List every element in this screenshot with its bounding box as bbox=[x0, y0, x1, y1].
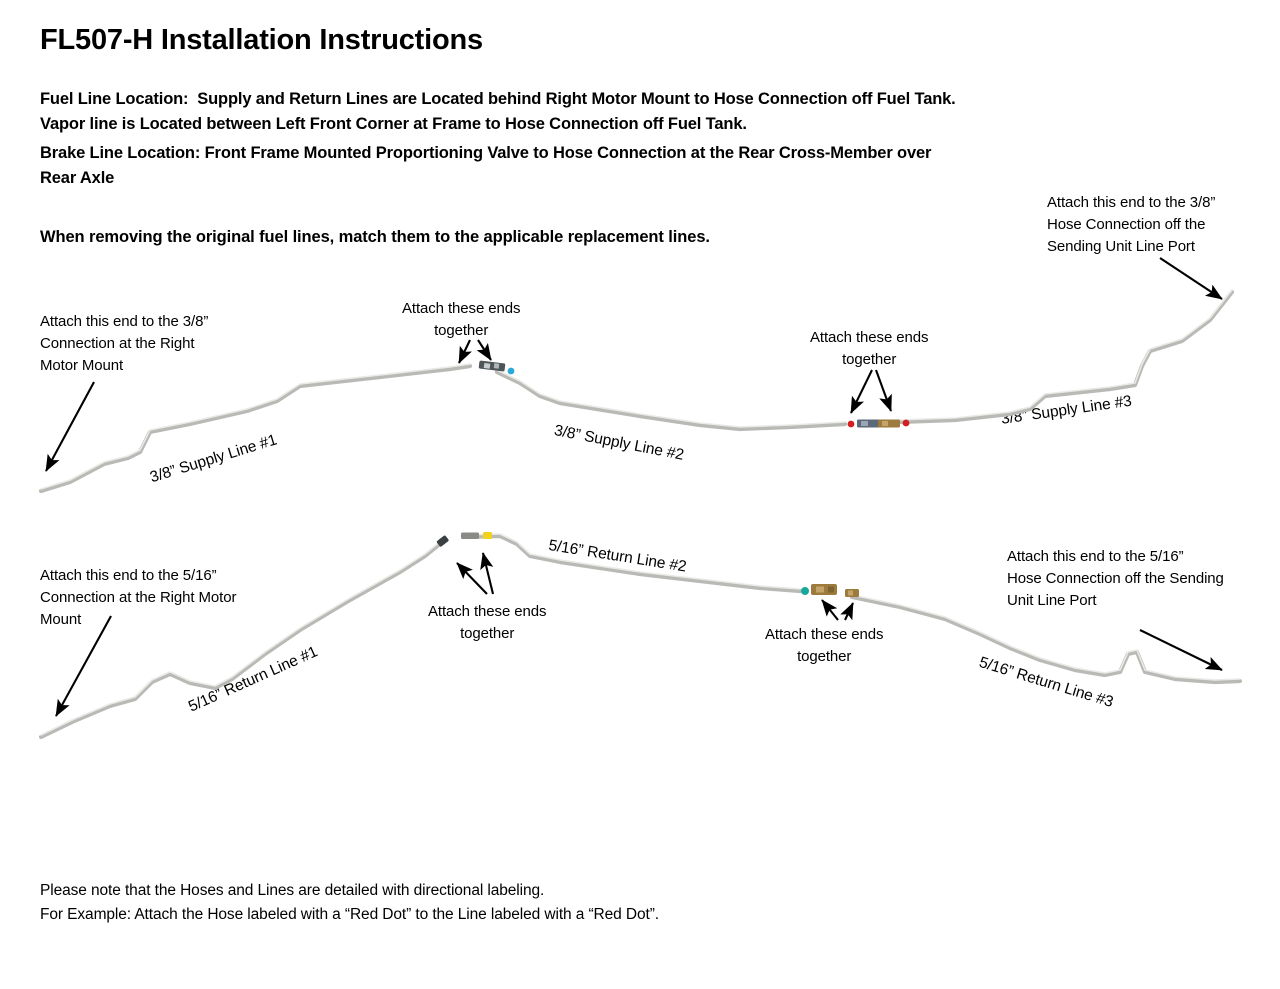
arrow-supply-left bbox=[45, 381, 95, 472]
callout-return-left-motor-mount: Attach this end to the 5/16”Connection a… bbox=[40, 567, 237, 628]
label-supply-line-3: 3/8” Supply Line #3 bbox=[1000, 392, 1133, 428]
supply-fitting-blue-dot bbox=[478, 360, 515, 375]
red-dot-marker-left bbox=[847, 420, 855, 428]
arrow-return-joint2-a bbox=[821, 599, 839, 621]
arrow-return-right bbox=[1139, 629, 1223, 671]
return-fitting-brass-plain bbox=[845, 589, 859, 597]
arrow-supply-joint2-b bbox=[875, 369, 892, 412]
intro-line-fuel-location: Fuel Line Location: Supply and Return Li… bbox=[40, 90, 956, 108]
return-fitting-yellow-dot bbox=[461, 532, 492, 539]
match-lines-note: When removing the original fuel lines, m… bbox=[40, 228, 710, 246]
arrow-supply-joint1-a bbox=[458, 339, 472, 364]
page-title: FL507-H Installation Instructions bbox=[40, 24, 483, 56]
label-return-line-1: 5/16” Return Line #1 bbox=[186, 643, 321, 716]
supply-line-1-tube bbox=[38, 363, 473, 494]
label-return-line-3: 5/16” Return Line #3 bbox=[977, 654, 1116, 711]
arrow-return-joint1-b bbox=[480, 552, 495, 595]
intro-line-vapor-location: Vapor line is Located between Left Front… bbox=[40, 115, 747, 133]
arrow-supply-joint2-a bbox=[850, 369, 873, 414]
red-dot-marker-right bbox=[902, 419, 910, 427]
supply-line-2-tube bbox=[494, 369, 848, 432]
callout-supply-left-motor-mount: Attach this end to the 3/8”Connection at… bbox=[40, 313, 209, 374]
label-supply-line-2: 3/8” Supply Line #2 bbox=[552, 422, 686, 464]
label-supply-line-1: 3/8” Supply Line #1 bbox=[148, 431, 279, 487]
intro-line-brake-location: Brake Line Location: Front Frame Mounted… bbox=[40, 144, 932, 162]
arrow-return-joint2-b bbox=[840, 602, 854, 621]
arrow-return-joint1-a bbox=[456, 562, 488, 595]
intro-line-brake-location-cont: Rear Axle bbox=[40, 169, 115, 187]
supply-fitting-red-dot-left bbox=[847, 419, 881, 428]
return-fitting-teal-dot bbox=[801, 584, 837, 595]
yellow-dot-marker bbox=[483, 532, 492, 539]
arrow-return-left bbox=[55, 615, 112, 717]
blue-dot-marker bbox=[507, 367, 515, 375]
footer-note-directional-labeling: Please note that the Hoses and Lines are… bbox=[40, 882, 545, 899]
teal-dot-marker bbox=[801, 587, 809, 595]
callout-supply-right-sending-unit: Attach this end to the 3/8”Hose Connecti… bbox=[1047, 194, 1216, 255]
callout-return-right-sending-unit: Attach this end to the 5/16”Hose Connect… bbox=[1007, 548, 1224, 609]
arrow-supply-joint1-b bbox=[476, 339, 492, 361]
label-return-line-2: 5/16” Return Line #2 bbox=[547, 537, 688, 576]
return-fitting-end-plain bbox=[436, 535, 449, 547]
footer-note-red-dot-example: For Example: Attach the Hose labeled wit… bbox=[40, 906, 659, 923]
arrow-supply-right bbox=[1159, 257, 1223, 300]
supply-fitting-red-dot-right bbox=[878, 419, 910, 428]
